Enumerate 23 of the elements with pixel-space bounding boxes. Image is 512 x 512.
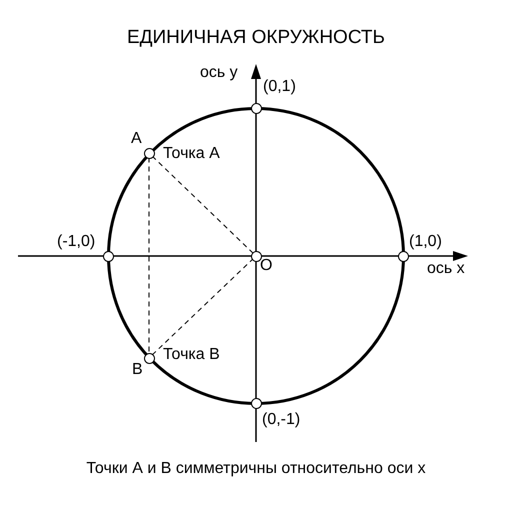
point-label: Точка В: [163, 347, 220, 363]
point-label: O: [260, 258, 272, 274]
caption: Точки А и В симметричны относительно оси х: [85, 461, 427, 477]
point-marker: [250, 102, 262, 114]
point-marker: [144, 352, 154, 364]
point-label: А: [131, 131, 142, 147]
axis-label: ось х: [427, 261, 465, 277]
diagram-title: ЕДИНИЧНАЯ ОКРУЖНОСТЬ: [126, 28, 386, 47]
point-label: (0,-1): [262, 412, 300, 428]
point-label: В: [132, 362, 143, 378]
point-label: (1,0): [409, 234, 442, 250]
dashed-line: [152, 258, 254, 356]
point-label: (0,1): [263, 79, 296, 95]
point-label: (-1,0): [57, 234, 96, 250]
point-marker: [398, 250, 408, 262]
point-marker: [102, 250, 114, 262]
point-marker: [144, 148, 154, 158]
point-marker: [250, 398, 262, 408]
point-marker: [250, 250, 262, 262]
point-label: Точка А: [163, 146, 220, 162]
axis-label: ось у: [200, 65, 238, 81]
dashed-line: [152, 156, 254, 254]
dashed-line: [148, 157, 150, 354]
